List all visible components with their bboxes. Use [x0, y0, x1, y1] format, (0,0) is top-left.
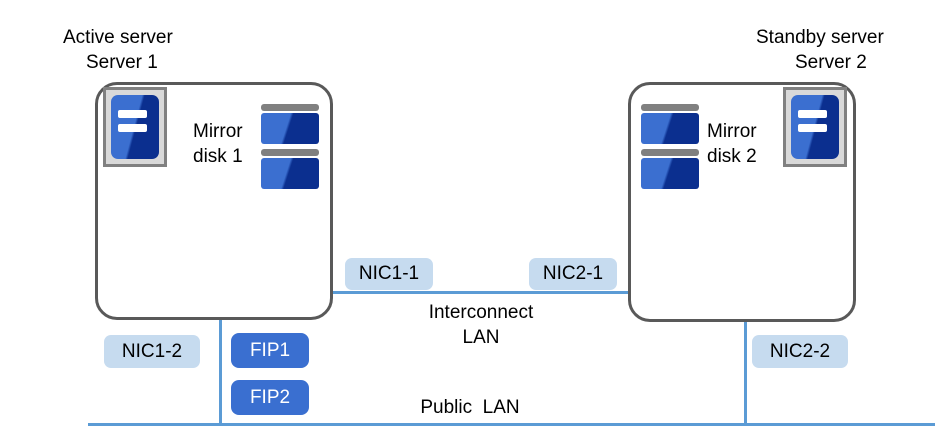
mirror-disk1-platter-1: [261, 104, 319, 144]
interconnect-lan-label-line1: Interconnect: [428, 302, 534, 323]
interconnect-lan-label-line2: LAN: [462, 327, 500, 348]
nic1-1-badge[interactable]: NIC1-1: [345, 258, 433, 290]
mirror-disk2-platter-2: [641, 149, 699, 189]
mirror-disk2-label-line1: Mirror: [707, 121, 757, 142]
disk-body-icon: [261, 113, 319, 144]
public-lan-label: Public LAN: [420, 397, 520, 418]
mirror-disk2-label-line2: disk 2: [707, 146, 757, 167]
standby-server-role-label: Standby server: [756, 27, 884, 48]
server1-computer-icon-body: [111, 95, 159, 159]
disk-body-icon: [641, 158, 699, 189]
server2-icon-bar-top: [797, 109, 828, 119]
disk-body-icon: [641, 113, 699, 144]
active-server-name-label: Server 1: [86, 52, 158, 73]
server2-computer-icon: [783, 87, 847, 167]
mirror-disk2-icon: [641, 104, 699, 189]
disk-bar-icon: [641, 104, 699, 111]
fip1-badge[interactable]: FIP1: [231, 333, 309, 368]
server2-public-lan-drop-line: [744, 319, 747, 425]
server1-public-lan-drop-line: [219, 319, 222, 425]
nic2-1-badge[interactable]: NIC2-1: [529, 258, 617, 290]
active-server-role-label: Active server: [63, 27, 173, 48]
disk-body-icon: [261, 158, 319, 189]
nic2-2-badge[interactable]: NIC2-2: [752, 335, 848, 368]
fip2-badge[interactable]: FIP2: [231, 380, 309, 415]
disk-bar-icon: [641, 149, 699, 156]
public-lan-line: [88, 423, 935, 426]
mirror-disk1-platter-2: [261, 149, 319, 189]
mirror-disk2-platter-1: [641, 104, 699, 144]
disk-bar-icon: [261, 104, 319, 111]
disk-bar-icon: [261, 149, 319, 156]
server2-computer-icon-body: [791, 95, 839, 159]
server1-icon-bar-bottom: [117, 123, 148, 133]
server1-icon-bar-top: [117, 109, 148, 119]
mirror-disk1-label-line2: disk 1: [193, 146, 243, 167]
mirror-disk1-label-line1: Mirror: [193, 121, 243, 142]
server1-computer-icon: [103, 87, 167, 167]
nic1-2-badge[interactable]: NIC1-2: [104, 335, 200, 368]
server2-icon-bar-bottom: [797, 123, 828, 133]
mirror-disk1-icon: [261, 104, 319, 189]
standby-server-name-label: Server 2: [795, 52, 867, 73]
interconnect-lan-line: [333, 291, 629, 294]
